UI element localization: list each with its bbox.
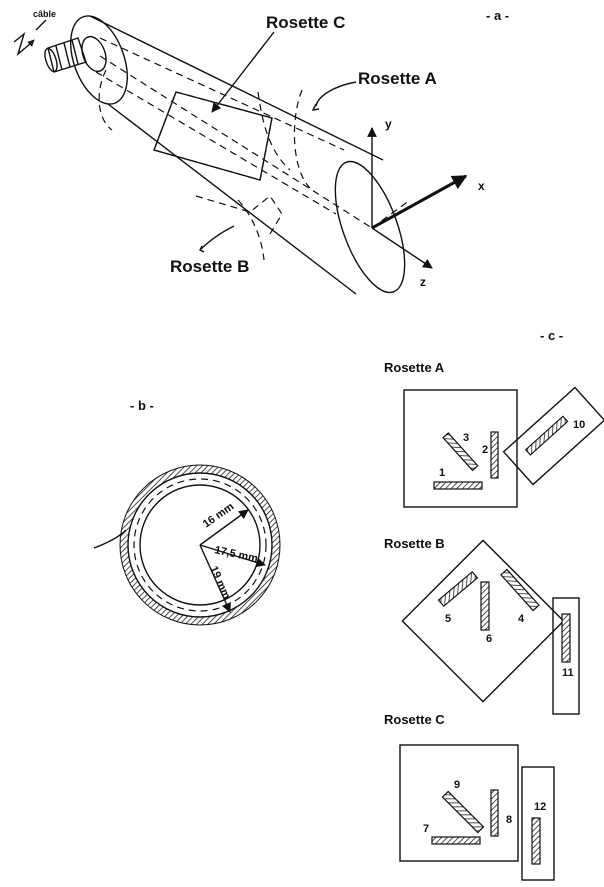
rosette-b-title: Rosette B [384, 536, 445, 551]
gauge-6-label: 6 [486, 633, 492, 645]
rosette-a-layout: Rosette A 1 2 3 10 [384, 360, 604, 508]
axes: y x z [367, 117, 485, 289]
gauge-1-label: 1 [439, 467, 445, 479]
gauge-2-label: 2 [482, 444, 488, 456]
axis-x-label: x [478, 179, 485, 193]
gauge-2 [490, 431, 499, 479]
panel-a-marker: - a - [486, 8, 509, 23]
gauge-8-label: 8 [506, 814, 512, 826]
gauge-3-label: 3 [463, 432, 469, 444]
gauge-12 [531, 817, 541, 865]
rosette-c-patch [153, 91, 273, 181]
panel-c-marker: - c - [540, 328, 563, 343]
cable-label: câble [33, 9, 56, 19]
gauge-7 [431, 836, 481, 845]
gauge-9 [441, 790, 485, 834]
gauge-12-plate [521, 766, 555, 881]
gauge-1 [433, 481, 483, 490]
gauge-8 [490, 789, 499, 837]
rosette-b-layout: Rosette B 5 6 4 11 [384, 536, 580, 715]
panel-c-rosettes: - c - Rosette A 1 2 3 10 Rosette B 5 6 4 [384, 328, 604, 881]
rosette-b-patch [195, 195, 283, 235]
gauge-12-label: 12 [534, 801, 546, 813]
axis-y-label: y [385, 117, 392, 131]
cylinder-body [70, 15, 406, 295]
gauge-10-label: 10 [573, 419, 585, 431]
gauge-5 [437, 570, 479, 608]
rosette-c-layout: Rosette C 7 8 9 12 [384, 712, 555, 881]
rosette-b-frame [401, 539, 565, 703]
rosette-c-label: Rosette C [266, 13, 345, 32]
rosette-a-label: Rosette A [358, 69, 437, 88]
rosette-c-title: Rosette C [384, 712, 445, 727]
panel-b-marker: - b - [130, 398, 154, 413]
rosette-a-frame [403, 389, 518, 508]
gauge-4 [500, 568, 540, 612]
panel-a-cylinder-diagram: - a - câble [13, 8, 509, 295]
rosette-a-patch [257, 91, 291, 171]
rosette-a-title: Rosette A [384, 360, 445, 375]
gauge-11-plate [552, 597, 580, 715]
rosette-b-label: Rosette B [170, 257, 249, 276]
panel-b-cross-section: - b - 16 mm 17,5 mm 19 mm [93, 398, 281, 626]
gauge-7-label: 7 [423, 823, 429, 835]
axis-z-label: z [420, 275, 426, 289]
gauge-10 [524, 415, 569, 456]
gauge-11 [561, 613, 571, 663]
ring-17-5mm [133, 478, 267, 612]
ring-16mm [139, 484, 261, 606]
gauge-3 [442, 432, 479, 472]
cable: câble [13, 9, 87, 73]
gauge-6 [480, 581, 490, 631]
gauge-4-label: 4 [518, 613, 525, 625]
rosette-c-frame [399, 744, 519, 862]
gauge-5-label: 5 [445, 613, 451, 625]
gauge-9-label: 9 [454, 779, 460, 791]
gauge-10-plate [502, 386, 604, 486]
cable-lead [93, 529, 127, 549]
gauge-11-label: 11 [562, 667, 574, 679]
